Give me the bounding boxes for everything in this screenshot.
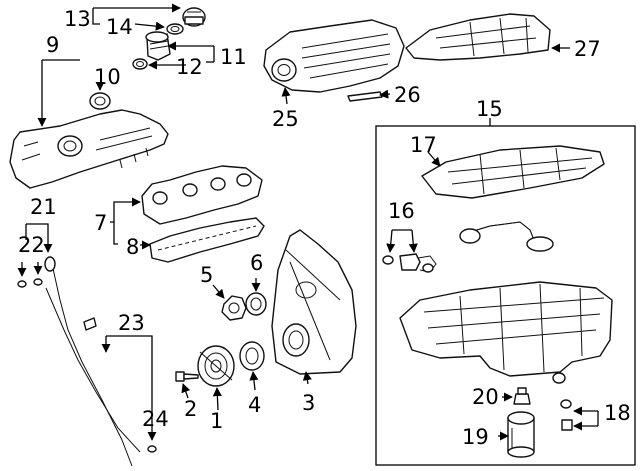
dipstick-o-ring xyxy=(33,278,43,286)
callout-9: 9 xyxy=(46,33,59,57)
callout-2: 2 xyxy=(184,397,197,421)
callout-20: 20 xyxy=(472,385,499,409)
callout-labels: 13 14 11 12 9 10 7 8 5 6 1 2 3 4 21 22 2… xyxy=(18,7,631,449)
intake-manifold xyxy=(263,19,405,93)
oil-filler-tube xyxy=(145,31,171,61)
oil-pan xyxy=(399,281,613,377)
exhaust-manifold xyxy=(141,165,263,225)
callout-23: 23 xyxy=(118,311,145,335)
timing-cover xyxy=(271,229,357,375)
callout-17: 17 xyxy=(410,133,437,157)
oil-dipstick xyxy=(44,256,133,467)
callout-15: 15 xyxy=(476,97,503,121)
callout-5: 5 xyxy=(200,263,213,287)
callout-13: 13 xyxy=(64,7,91,31)
callout-7: 7 xyxy=(94,211,107,235)
engine-cover xyxy=(405,13,551,61)
callout-19: 19 xyxy=(462,425,489,449)
dipstick-seal xyxy=(17,280,27,288)
pan-plug xyxy=(552,372,573,431)
valve-cover xyxy=(9,109,169,189)
oil-filter xyxy=(507,411,535,458)
balancer-bolt xyxy=(175,371,199,382)
callout-26: 26 xyxy=(394,83,421,107)
oil-pan-baffle xyxy=(421,145,605,199)
callout-27: 27 xyxy=(574,37,601,61)
cam-sensor-plate xyxy=(221,295,247,321)
front-crank-seal xyxy=(239,341,265,371)
cap-seal-ring xyxy=(166,23,184,35)
callout-24: 24 xyxy=(142,407,169,431)
drain-plug xyxy=(513,387,531,405)
dipstick-tube xyxy=(45,287,141,453)
manifold-gasket xyxy=(149,217,265,263)
oil-filler-cap xyxy=(182,7,206,27)
leader-lines xyxy=(17,3,599,441)
callout-14: 14 xyxy=(106,15,133,39)
callout-22: 22 xyxy=(18,233,45,257)
oil-level-sensor xyxy=(382,253,437,273)
harmonic-balancer xyxy=(197,345,235,387)
callout-3: 3 xyxy=(302,391,315,415)
callout-4: 4 xyxy=(248,393,261,417)
tube-bolt xyxy=(147,445,157,453)
callout-21: 21 xyxy=(30,195,57,219)
oil-pickup-tube xyxy=(459,221,554,252)
callout-12: 12 xyxy=(176,55,203,79)
callout-25: 25 xyxy=(272,107,299,131)
callout-6: 6 xyxy=(250,251,263,275)
callout-1: 1 xyxy=(210,409,223,433)
filler-tube-o-ring xyxy=(132,58,148,70)
callout-18: 18 xyxy=(604,401,631,425)
oil-pan-kit-box xyxy=(375,125,636,466)
timing-cover-seal xyxy=(245,292,267,316)
callout-8: 8 xyxy=(126,235,139,259)
callout-10: 10 xyxy=(94,65,121,89)
callout-11: 11 xyxy=(220,45,247,69)
callout-16: 16 xyxy=(388,199,415,223)
valve-cover-seal xyxy=(89,92,111,110)
intake-gasket xyxy=(347,91,383,102)
